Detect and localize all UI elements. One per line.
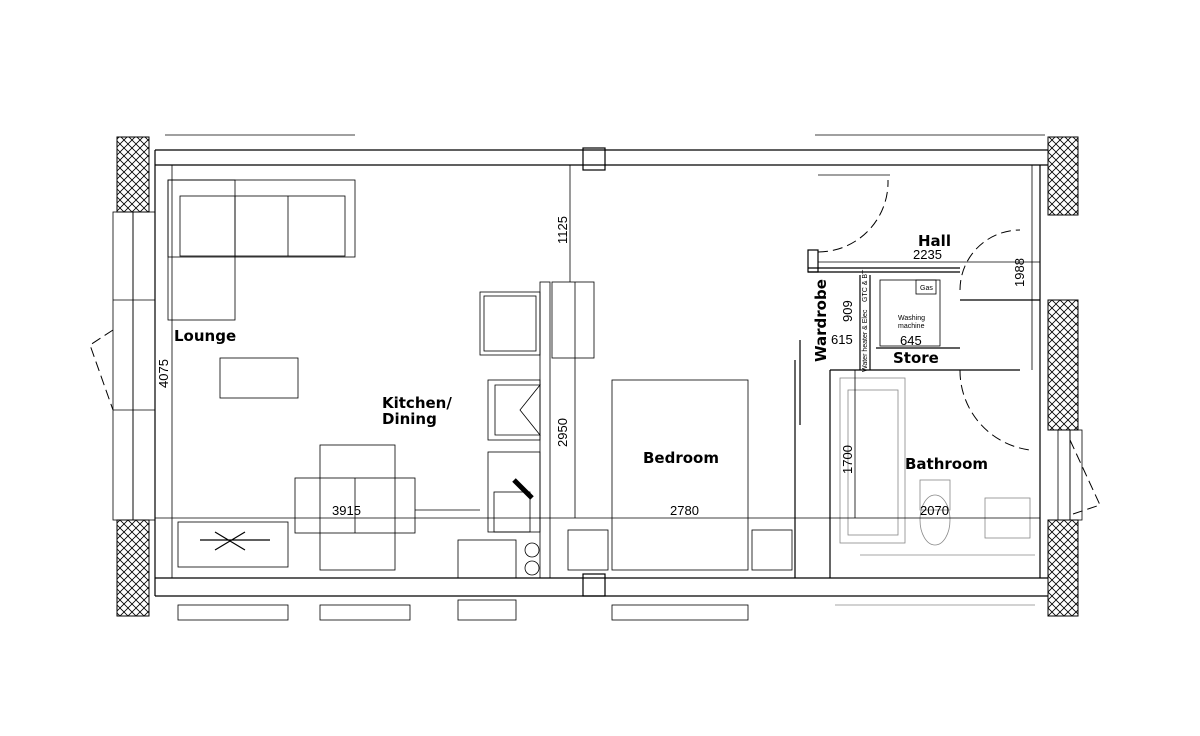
- dim-lounge-height: 4075: [156, 359, 171, 388]
- bathroom-fixtures: [829, 370, 1035, 578]
- label-washing-machine-2: machine: [898, 323, 925, 330]
- label-gtc-bt: GTC & BT: [862, 269, 869, 302]
- bedroom-furniture: [567, 340, 801, 578]
- room-label-bedroom: Bedroom: [643, 449, 719, 467]
- dim-lounge-width: 3915: [332, 503, 361, 518]
- room-label-wardrobe: Wardrobe: [812, 279, 830, 362]
- dim-hall-depth: 1988: [1012, 258, 1027, 287]
- room-label-store: Store: [893, 349, 939, 367]
- room-label-bathroom: Bathroom: [905, 455, 988, 473]
- dimension-lines: [155, 165, 1040, 578]
- windows: [89, 211, 1101, 521]
- dim-bathroom-width: 2070: [920, 503, 949, 518]
- dim-kitchen-depth: 2950: [555, 418, 570, 447]
- dim-wardrobe-width: 615: [831, 332, 853, 347]
- kitchen: [457, 281, 595, 579]
- hall-store: [807, 174, 1040, 451]
- dim-store-width: 645: [900, 333, 922, 348]
- dim-bath-depth: 1700: [840, 445, 855, 474]
- room-label-kitchen-1: Kitchen/: [382, 394, 452, 412]
- label-water-heater: Water heater & Elec: [862, 309, 869, 372]
- dim-top-depth: 1125: [555, 216, 570, 244]
- dim-bedroom-width: 2780: [670, 503, 699, 518]
- room-label-lounge: Lounge: [174, 327, 236, 345]
- room-label-kitchen-2: Dining: [382, 410, 437, 428]
- dim-hall-width: 2235: [913, 247, 942, 262]
- lounge-furniture: [167, 179, 480, 571]
- outer-walls: [116, 134, 1079, 617]
- label-gas: Gas: [920, 285, 933, 292]
- room-label-hall: Hall: [918, 232, 951, 250]
- adjacent-unit: [177, 599, 1035, 621]
- dim-wardrobe-depth: 909: [840, 300, 855, 322]
- label-washing-machine-1: Washing: [898, 315, 925, 322]
